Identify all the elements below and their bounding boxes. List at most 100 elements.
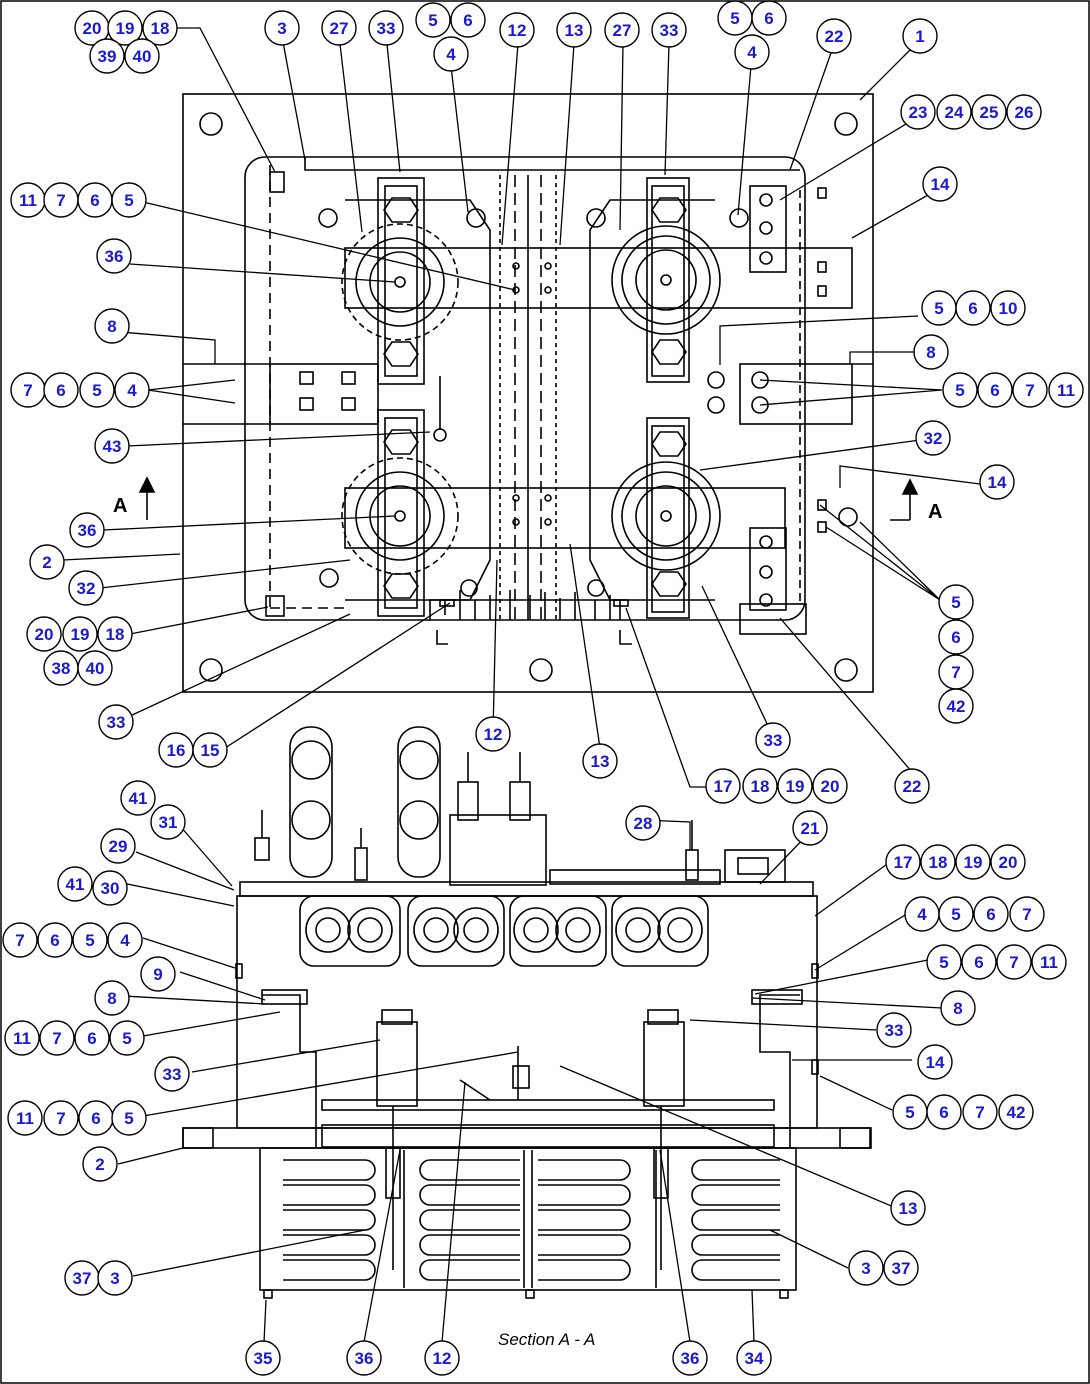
callout-balloon: [604, 12, 640, 48]
callout-balloon: [7, 1100, 43, 1136]
callout-11: 11: [4, 1020, 40, 1056]
callout-7: 7: [43, 182, 79, 218]
callout-balloon: [755, 722, 791, 758]
callout-number: 11: [16, 1109, 34, 1128]
callout-balloon: [57, 866, 93, 902]
callout-balloon: [938, 619, 974, 655]
callout-7: 7: [1012, 372, 1048, 408]
callout-18: 18: [142, 10, 178, 46]
callout-13: 13: [556, 12, 592, 48]
callout-number: 11: [19, 191, 37, 210]
callout-number: 18: [929, 853, 948, 872]
callout-number: 21: [801, 819, 820, 838]
callout-number: 32: [77, 579, 96, 598]
callout-2: 2: [82, 1146, 118, 1182]
callout-balloon: [94, 428, 130, 464]
callout-5: 5: [926, 944, 962, 980]
callout-27: 27: [604, 12, 640, 48]
callout-6: 6: [938, 619, 974, 655]
callout-4: 4: [433, 36, 469, 72]
callout-balloon: [62, 616, 98, 652]
callout-5: 5: [109, 1020, 145, 1056]
callout-number: 19: [786, 777, 805, 796]
callout-7: 7: [39, 1020, 75, 1056]
callout-number: 6: [87, 1029, 96, 1048]
callout-balloon: [556, 12, 592, 48]
callout-balloon: [961, 944, 997, 980]
callout-5: 5: [942, 372, 978, 408]
callout-number: 36: [681, 1349, 700, 1368]
callout-number: 12: [433, 1349, 452, 1368]
callout-number: 33: [377, 19, 396, 38]
callout-6: 6: [751, 0, 787, 36]
callout-14: 14: [917, 1044, 953, 1080]
callout-number: 6: [463, 11, 472, 30]
callout-number: 41: [129, 789, 148, 808]
callout-balloon: [705, 768, 741, 804]
callout-number: 17: [714, 777, 733, 796]
callout-number: 3: [861, 1259, 870, 1278]
callout-14: 14: [922, 166, 958, 202]
callout-number: 14: [988, 473, 1007, 492]
callout-number: 5: [85, 931, 94, 950]
view-marker-left: A: [113, 495, 127, 517]
callout-balloon: [938, 688, 974, 724]
callout-6: 6: [43, 372, 79, 408]
callout-balloon: [111, 1100, 147, 1136]
callout-balloon: [971, 94, 1007, 130]
callout-34: 34: [736, 1340, 772, 1376]
callout-11: 11: [1048, 372, 1084, 408]
callout-31: 31: [150, 804, 186, 840]
callout-number: 4: [747, 43, 757, 62]
callout-7: 7: [1009, 896, 1045, 932]
callout-balloon: [1006, 94, 1042, 130]
callout-33: 33: [876, 1012, 912, 1048]
callout-number: 43: [103, 437, 122, 456]
callout-number: 40: [133, 47, 152, 66]
callout-6: 6: [74, 1020, 110, 1056]
callout-balloon: [890, 1190, 926, 1226]
callout-42: 42: [938, 688, 974, 724]
callout-7: 7: [2, 922, 38, 958]
callout-number: 6: [951, 628, 960, 647]
callout-3: 3: [264, 10, 300, 46]
callout-number: 28: [634, 814, 653, 833]
callout-42: 42: [998, 1094, 1034, 1130]
callout-6: 6: [37, 922, 73, 958]
callout-number: 6: [968, 299, 977, 318]
section-caption: Section A - A: [498, 1330, 595, 1349]
callout-2: 2: [29, 544, 65, 580]
callout-20: 20: [812, 768, 848, 804]
callout-number: 23: [909, 103, 928, 122]
callout-balloon: [938, 896, 974, 932]
callout-19: 19: [777, 768, 813, 804]
callout-number: 10: [999, 299, 1018, 318]
callout-number: 5: [122, 1029, 131, 1048]
callout-number: 4: [127, 381, 137, 400]
callout-number: 11: [1040, 953, 1058, 972]
callout-41: 41: [57, 866, 93, 902]
callout-balloon: [98, 704, 134, 740]
callout-number: 16: [167, 741, 186, 760]
callout-balloon: [114, 372, 150, 408]
callout-36: 36: [96, 238, 132, 274]
callout-number: 33: [107, 713, 126, 732]
callout-number: 7: [56, 191, 65, 210]
callout-number: 18: [151, 19, 170, 38]
callout-number: 15: [201, 741, 220, 760]
callout-balloon: [920, 844, 956, 880]
callout-number: 13: [565, 21, 584, 40]
callout-balloon: [415, 2, 451, 38]
callout-balloon: [154, 1056, 190, 1092]
callout-balloon: [885, 844, 921, 880]
callout-balloon: [499, 12, 535, 48]
callout-number: 33: [885, 1021, 904, 1040]
callout-number: 9: [153, 965, 162, 984]
callout-11: 11: [1031, 944, 1067, 980]
callout-number: 37: [73, 1269, 92, 1288]
callout-33: 33: [154, 1056, 190, 1092]
callout-number: 5: [939, 953, 948, 972]
callout-13: 13: [582, 743, 618, 779]
